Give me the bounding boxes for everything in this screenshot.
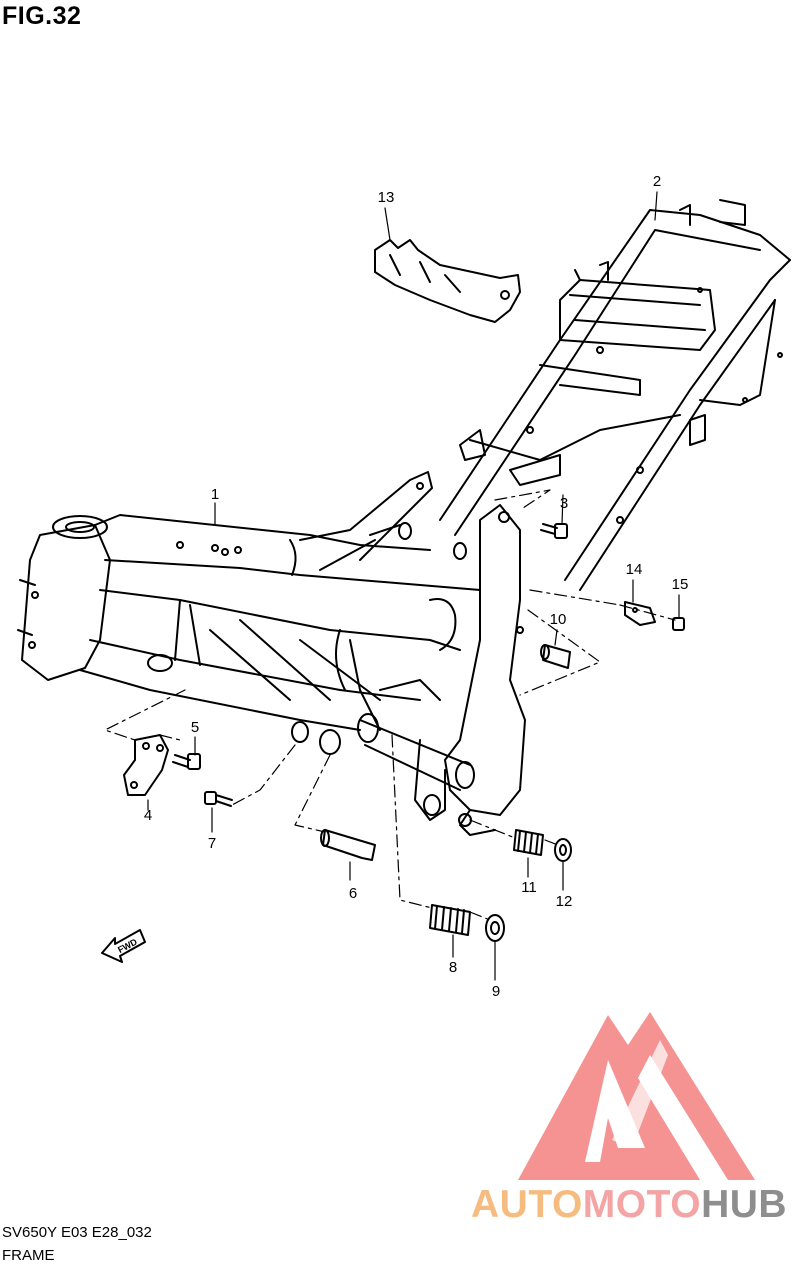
watermark-text: AUTOMOTOHUB	[471, 1183, 787, 1227]
callout-5: 5	[190, 719, 200, 736]
watermark-moto: MOTO	[582, 1183, 702, 1226]
section-name: FRAME	[2, 1247, 55, 1264]
forward-arrow-icon: FWD	[101, 929, 146, 963]
bracket-4	[123, 734, 169, 796]
seat-rail	[439, 199, 791, 591]
callout-3: 3	[559, 495, 569, 512]
callout-4: 4	[143, 807, 153, 824]
callout-2: 2	[652, 173, 662, 190]
callout-13: 13	[377, 189, 395, 206]
diagram-code: SV650Y E03 E28_032	[2, 1224, 152, 1241]
bolt-3	[540, 523, 568, 539]
bolt-7	[204, 791, 233, 807]
callout-7: 7	[207, 835, 217, 852]
callout-12: 12	[555, 893, 573, 910]
figure-title: FIG.32	[2, 2, 82, 30]
callout-14: 14	[625, 561, 643, 578]
frame-cover	[374, 239, 521, 323]
watermark-auto: AUTO	[471, 1183, 583, 1226]
watermark-logo-icon	[518, 1012, 755, 1180]
locknut-12	[554, 838, 572, 862]
callout-8: 8	[448, 959, 458, 976]
leader-lines	[147, 191, 680, 981]
collar-10	[540, 644, 571, 669]
callout-10: 10	[549, 611, 567, 628]
adjuster-11	[513, 829, 544, 856]
callout-6: 6	[348, 885, 358, 902]
guide-lines	[104, 489, 676, 921]
callout-1: 1	[210, 486, 220, 503]
bolt-5	[172, 753, 201, 770]
spacer-6	[320, 829, 376, 861]
callout-15: 15	[671, 576, 689, 593]
callout-11: 11	[521, 879, 537, 896]
watermark-hub: HUB	[701, 1183, 788, 1226]
callout-9: 9	[491, 983, 501, 1000]
main-frame	[17, 471, 526, 836]
adjuster-8	[429, 904, 471, 936]
